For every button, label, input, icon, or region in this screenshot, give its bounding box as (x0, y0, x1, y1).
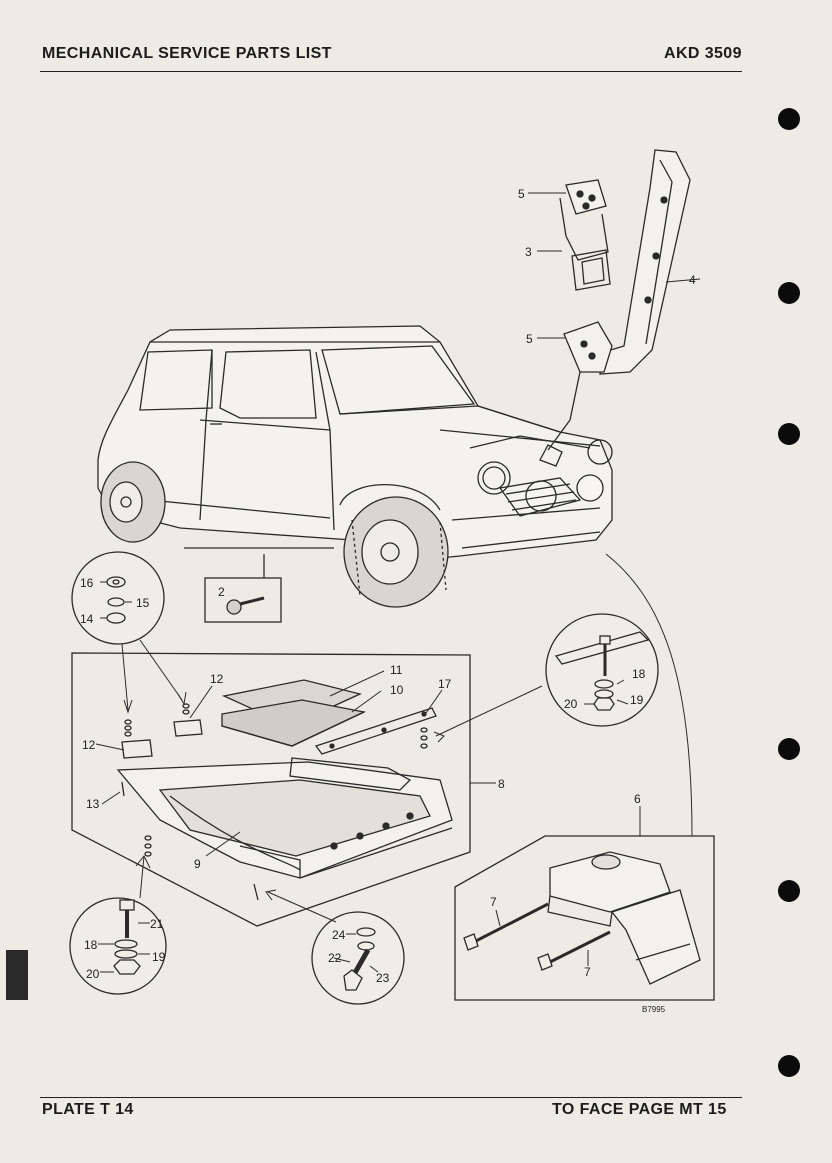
footer-rule (40, 1097, 742, 1098)
callout-19b: 19 (152, 950, 166, 964)
callout-24: 24 (332, 928, 346, 942)
fixing-detail-right (545, 553, 693, 837)
document-code: AKD 3509 (664, 45, 742, 62)
callout-2: 2 (218, 585, 225, 599)
bolt-detail-bottom (265, 889, 405, 1005)
binding-hole (778, 738, 800, 760)
callout-12b: 12 (82, 738, 96, 752)
towing-strap-assembly (547, 149, 691, 451)
callout-11: 11 (390, 663, 403, 677)
index-tab (6, 950, 28, 1000)
page-title: MECHANICAL SERVICE PARTS LIST (42, 45, 332, 62)
undertray-box (71, 652, 471, 927)
bolt-detail-left (69, 855, 167, 995)
callout-22: 22 (328, 951, 342, 965)
plate-number: PLATE T 14 (42, 1101, 134, 1118)
callout-23: 23 (376, 971, 390, 985)
binding-hole (778, 423, 800, 445)
callout-4: 4 (689, 273, 696, 287)
car-illustration (97, 325, 613, 608)
callout-20: 20 (564, 697, 578, 711)
callout-18: 18 (632, 667, 646, 681)
callout-7b: 7 (584, 965, 591, 979)
washer-detail-left (71, 551, 187, 714)
facing-page: TO FACE PAGE MT 15 (552, 1101, 727, 1118)
binding-hole (778, 108, 800, 130)
callout-9: 9 (194, 857, 201, 871)
binding-hole (778, 880, 800, 902)
callout-12: 12 (210, 672, 224, 686)
callout-5: 5 (518, 187, 525, 201)
callout-5b: 5 (526, 332, 533, 346)
callout-7: 7 (490, 895, 497, 909)
callout-21: 21 (150, 917, 164, 931)
binding-hole (778, 282, 800, 304)
callout-8: 8 (498, 777, 505, 791)
leaders-box (95, 670, 543, 857)
bracket-box (454, 806, 715, 1001)
callout-3: 3 (525, 245, 532, 259)
callout-13: 13 (86, 797, 100, 811)
screw-detail (184, 547, 334, 623)
callout-20b: 20 (86, 967, 100, 981)
callout-14: 14 (80, 612, 94, 626)
callout-19: 19 (630, 693, 644, 707)
callout-17: 17 (438, 677, 452, 691)
callout-10: 10 (390, 683, 404, 697)
drawing-number: B7995 (642, 1005, 666, 1014)
header-rule (40, 71, 742, 72)
callout-18b: 18 (84, 938, 98, 952)
leaders-top (528, 192, 701, 339)
binding-hole (778, 1055, 800, 1077)
callout-15: 15 (136, 596, 150, 610)
callout-16: 16 (80, 576, 94, 590)
callout-6: 6 (634, 792, 641, 806)
